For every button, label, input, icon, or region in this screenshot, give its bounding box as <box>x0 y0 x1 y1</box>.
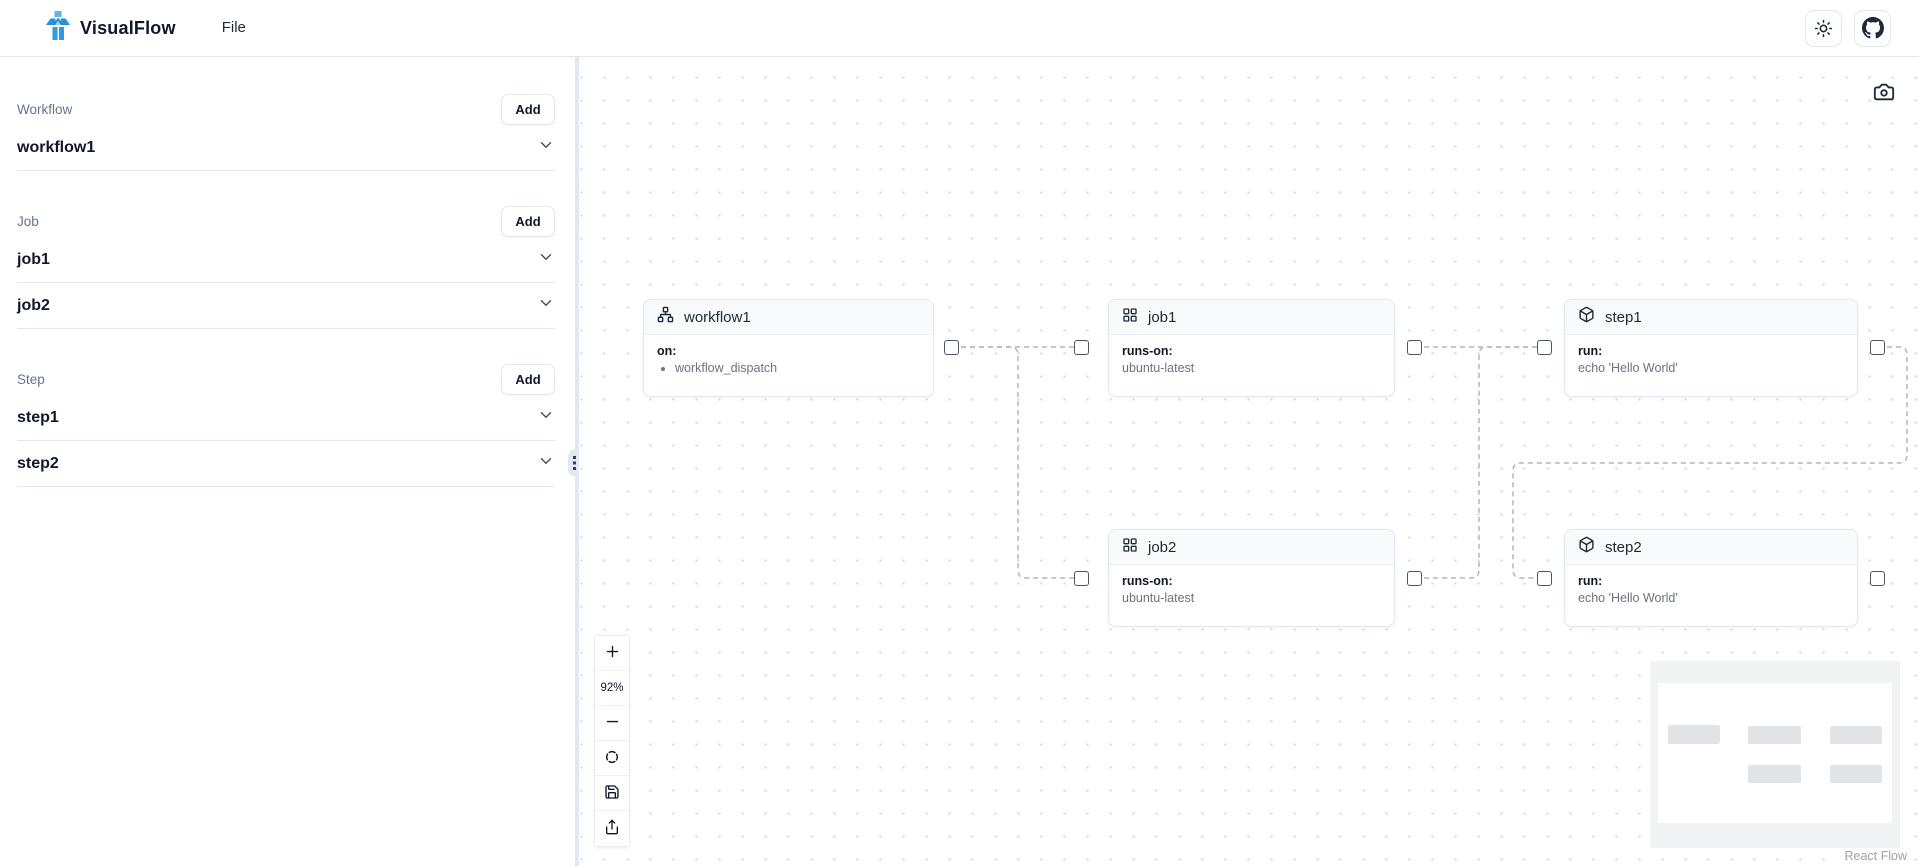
minimap[interactable] <box>1650 661 1900 848</box>
handle-job1-target[interactable] <box>1074 340 1089 355</box>
node-field-label: on: <box>657 344 677 358</box>
node-field-value: ubuntu-latest <box>1122 591 1195 605</box>
minimap-node-workflow1 <box>1668 725 1720 744</box>
edge-job2-step1 <box>1415 346 1545 579</box>
sidebar-item-job1[interactable]: job1 <box>17 237 555 283</box>
camera-icon <box>1873 83 1895 106</box>
chevron-down-icon[interactable] <box>537 248 555 271</box>
node-step1[interactable]: step1 run: echo 'Hello World' <box>1564 299 1858 397</box>
minimap-node-job2 <box>1748 765 1801 783</box>
chevron-down-icon[interactable] <box>537 136 555 159</box>
workflow1-label: workflow1 <box>17 138 96 156</box>
network-icon <box>657 306 674 328</box>
react-flow-attribution[interactable]: React Flow <box>1844 849 1907 863</box>
handle-step1-source[interactable] <box>1870 340 1885 355</box>
node-field-label: run: <box>1578 574 1603 588</box>
theme-toggle-button[interactable] <box>1805 9 1842 47</box>
step2-label: step2 <box>17 454 59 472</box>
sidebar-item-step2[interactable]: step2 <box>17 441 555 487</box>
node-job2[interactable]: job2 runs-on: ubuntu-latest <box>1108 529 1395 627</box>
node-job1[interactable]: job1 runs-on: ubuntu-latest <box>1108 299 1395 397</box>
github-icon <box>1861 17 1884 39</box>
workflow-section-label: Workflow <box>17 101 73 117</box>
node-field-value: echo 'Hello World' <box>1578 591 1678 605</box>
handle-step1-target[interactable] <box>1537 340 1552 355</box>
app-title: VisualFlow <box>80 17 176 38</box>
step-section: Step Add step1 step2 <box>17 363 555 487</box>
node-field-value: echo 'Hello World' <box>1578 361 1678 375</box>
fit-view-icon <box>604 749 620 768</box>
node-step2[interactable]: step2 run: echo 'Hello World' <box>1564 529 1858 627</box>
brand: VisualFlow <box>46 10 176 46</box>
file-menu[interactable]: File <box>221 19 246 36</box>
job-section: Job Add job1 job2 <box>17 205 555 329</box>
github-link-button[interactable] <box>1854 9 1891 47</box>
plus-icon <box>605 644 620 662</box>
edge-step1-step2 <box>1512 346 1908 579</box>
save-floppy-icon <box>604 784 620 803</box>
node-field-label: run: <box>1578 344 1603 358</box>
job1-label: job1 <box>17 250 50 268</box>
zoom-out-button[interactable] <box>595 706 629 741</box>
flow-controls: 92% <box>594 635 630 847</box>
edge-workflow1-job2 <box>952 346 1082 579</box>
chevron-down-icon[interactable] <box>537 452 555 475</box>
node-title: step1 <box>1605 308 1642 326</box>
minimap-viewport <box>1658 683 1892 823</box>
add-step-button[interactable]: Add <box>501 363 555 395</box>
flow-canvas[interactable]: workflow1 on: workflow_dispatch job1 run… <box>579 57 1919 866</box>
node-field-value: workflow_dispatch <box>675 361 920 375</box>
step1-label: step1 <box>17 408 59 426</box>
job2-label: job2 <box>17 296 50 314</box>
sidebar-item-step1[interactable]: step1 <box>17 395 555 441</box>
handle-workflow1-source[interactable] <box>944 340 959 355</box>
edge-layer <box>952 346 1908 579</box>
node-workflow1[interactable]: workflow1 on: workflow_dispatch <box>643 299 934 397</box>
job-section-label: Job <box>17 213 39 229</box>
handle-job2-target[interactable] <box>1074 571 1089 586</box>
zoom-in-button[interactable] <box>595 636 629 671</box>
minimap-node-step1 <box>1830 726 1882 744</box>
grid-icon <box>1122 307 1138 328</box>
node-field-label: runs-on: <box>1122 574 1173 588</box>
handle-job2-source[interactable] <box>1407 571 1422 586</box>
chevron-down-icon[interactable] <box>537 294 555 317</box>
upload-button[interactable] <box>595 811 629 846</box>
node-field-value: ubuntu-latest <box>1122 361 1195 375</box>
visualflow-logo-icon <box>46 10 70 46</box>
handle-step2-target[interactable] <box>1537 571 1552 586</box>
screenshot-button[interactable] <box>1873 81 1895 106</box>
theme-sun-icon <box>1814 19 1833 38</box>
node-title: step2 <box>1605 538 1642 556</box>
minimap-node-job1 <box>1748 726 1801 744</box>
fit-view-button[interactable] <box>595 741 629 776</box>
sidebar-item-workflow1[interactable]: workflow1 <box>17 125 555 171</box>
minimap-node-step2 <box>1830 765 1882 783</box>
step-section-label: Step <box>17 371 45 387</box>
box-icon <box>1578 306 1595 328</box>
add-job-button[interactable]: Add <box>501 205 555 237</box>
top-navbar: VisualFlow File <box>0 0 1919 57</box>
handle-step2-source[interactable] <box>1870 571 1885 586</box>
add-workflow-button[interactable]: Add <box>501 93 555 125</box>
upload-icon <box>604 819 620 838</box>
grid-icon <box>1122 537 1138 558</box>
node-title: job2 <box>1148 538 1177 556</box>
handle-job1-source[interactable] <box>1407 340 1422 355</box>
node-title: workflow1 <box>684 308 751 326</box>
chevron-down-icon[interactable] <box>537 406 555 429</box>
box-icon <box>1578 536 1595 558</box>
sidebar: Workflow Add workflow1 Job Add job1 <box>0 57 575 866</box>
minus-icon <box>605 714 620 732</box>
node-title: job1 <box>1148 308 1177 326</box>
sidebar-item-job2[interactable]: job2 <box>17 283 555 329</box>
node-field-label: runs-on: <box>1122 344 1173 358</box>
workflow-section: Workflow Add workflow1 <box>17 93 555 171</box>
zoom-level-indicator: 92% <box>595 671 629 706</box>
save-button[interactable] <box>595 776 629 811</box>
